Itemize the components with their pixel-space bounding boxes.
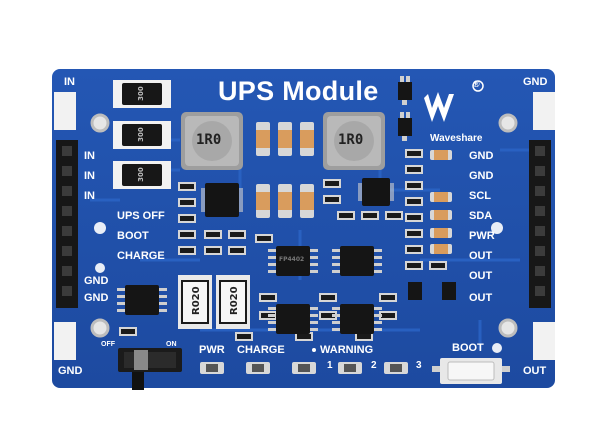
boot-button[interactable] xyxy=(440,358,502,384)
sot-pins xyxy=(400,76,410,141)
bullet-dot xyxy=(312,348,316,352)
label-gnd-top-right: GND xyxy=(523,76,548,88)
sot-transistor-right xyxy=(408,282,456,300)
label-ups-off: UPS OFF xyxy=(117,210,165,222)
label-left-in-3: IN xyxy=(84,190,95,202)
label-right-gnd-1: GND xyxy=(469,150,494,162)
board-title: UPS Module xyxy=(218,76,379,106)
via-right-2 xyxy=(492,343,502,353)
sop8-chips xyxy=(125,246,374,334)
inductor-marking-right: 1R0 xyxy=(338,132,364,148)
label-pwr-right: PWR xyxy=(469,230,495,242)
registered-mark: ® xyxy=(473,79,480,89)
label-charge-left: CHARGE xyxy=(117,250,165,262)
inductor-left xyxy=(181,112,243,170)
indicator-leds xyxy=(200,362,408,374)
label-boot-bottom: BOOT xyxy=(452,342,484,354)
capacitor-bank-top xyxy=(256,122,314,156)
via-left-2 xyxy=(95,263,105,273)
capacitor-bank-bottom xyxy=(256,184,314,218)
label-out-3: OUT xyxy=(469,292,493,304)
waveshare-logo-icon xyxy=(424,80,484,122)
label-out-bottom-right: OUT xyxy=(523,365,547,377)
label-num-1: 1 xyxy=(327,360,333,371)
via-right xyxy=(491,222,503,234)
label-pwr-bottom: PWR xyxy=(199,344,225,356)
inductor-right xyxy=(323,112,385,170)
pad-top-left xyxy=(54,92,76,130)
pad-bottom-left xyxy=(54,322,76,360)
label-num-2: 2 xyxy=(371,360,377,371)
label-left-in-1: IN xyxy=(84,150,95,162)
label-out-1: OUT xyxy=(469,250,493,262)
label-num-3: 3 xyxy=(416,360,422,371)
label-charge-bottom: CHARGE xyxy=(237,344,285,356)
capacitor-column-right xyxy=(430,150,452,254)
label-on: ON xyxy=(166,341,177,348)
label-scl: SCL xyxy=(469,190,491,202)
label-in-top: IN xyxy=(64,76,75,88)
via-left xyxy=(94,222,106,234)
label-left-gnd-1: GND xyxy=(84,275,109,287)
sot-transistors xyxy=(398,82,412,136)
label-out-2: OUT xyxy=(469,270,493,282)
diode-marking-1: 300 xyxy=(136,86,145,101)
right-pin-header xyxy=(529,140,551,308)
ic-marking: FP4402 xyxy=(279,256,305,263)
label-warning: WARNING xyxy=(320,344,374,356)
pad-top-right xyxy=(533,92,555,130)
left-pin-header xyxy=(56,140,78,308)
label-sda: SDA xyxy=(469,210,493,222)
sense-resistor-marking-1: R020 xyxy=(191,286,202,315)
power-slide-switch[interactable] xyxy=(118,348,182,390)
brand-name: Waveshare xyxy=(430,133,483,144)
mounting-holes xyxy=(90,113,518,338)
sense-resistor-marking-2: R020 xyxy=(229,286,240,315)
smd-resistors xyxy=(119,149,447,341)
diode-array xyxy=(113,80,171,189)
label-off: OFF xyxy=(101,341,115,348)
label-gnd-bottom-left: GND xyxy=(58,365,83,377)
diode-marking-2: 300 xyxy=(136,127,145,142)
label-left-in-2: IN xyxy=(84,170,95,182)
pcb-board xyxy=(52,69,555,388)
sense-resistors xyxy=(178,275,250,329)
pad-bottom-right xyxy=(533,322,555,360)
qfn-chip-right xyxy=(358,178,394,206)
diode-marking-3: 300 xyxy=(136,167,145,182)
label-right-gnd-2: GND xyxy=(469,170,494,182)
label-boot-left: BOOT xyxy=(117,230,149,242)
sop8-pins xyxy=(117,249,382,331)
inductor-marking-left: 1R0 xyxy=(196,132,222,148)
boot-button-leads xyxy=(432,366,510,372)
qfn-chip-left xyxy=(201,183,243,217)
label-left-gnd-2: GND xyxy=(84,292,109,304)
